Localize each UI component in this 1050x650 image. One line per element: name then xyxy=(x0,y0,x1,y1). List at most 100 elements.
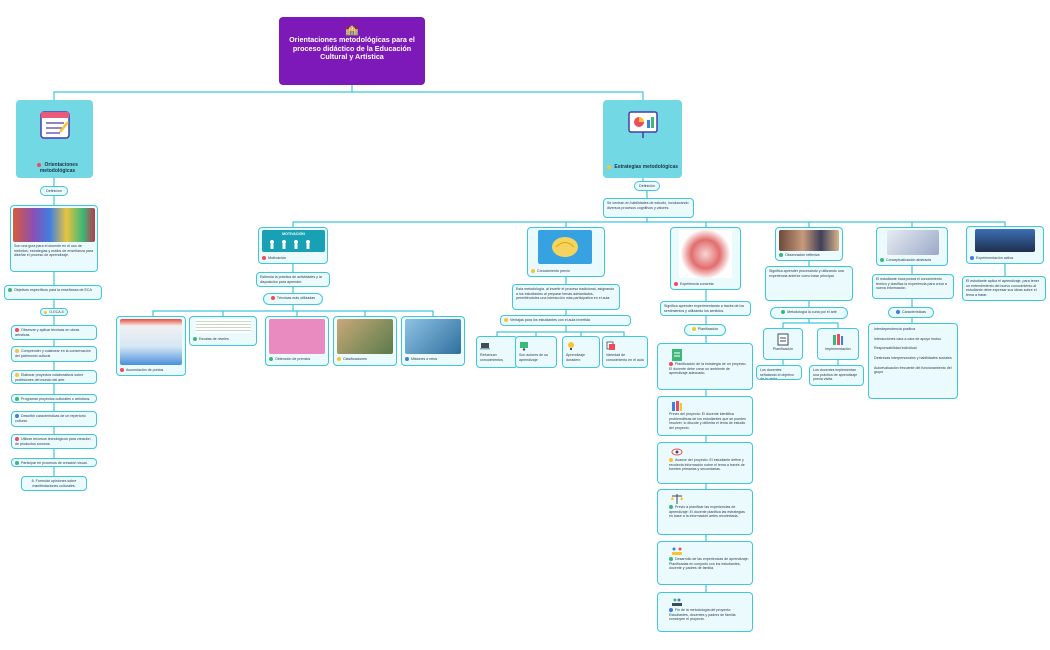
scale-icon xyxy=(671,494,683,504)
obs-planificacion-text[interactable]: Los docentes señalando el objetivo de la… xyxy=(756,365,802,380)
step-2[interactable]: Previo del proyecto: El docente identifi… xyxy=(657,396,753,436)
definicion-node[interactable]: Se centran en habilidades de estudio, in… xyxy=(603,198,694,218)
experiencia-node[interactable]: Experiencia concreta xyxy=(670,227,741,290)
conocimiento-node[interactable]: Conocimiento previo xyxy=(527,227,605,277)
green-dot-icon xyxy=(669,557,673,562)
step-3[interactable]: Avance del proyecto: El estudiante defin… xyxy=(657,442,753,484)
root-topic[interactable]: 🏫 Orientaciones metodológicas para el pr… xyxy=(279,17,425,85)
ventaja-1[interactable]: Refuerzan conocimientos xyxy=(476,336,518,368)
objective-text: Comprender y colaborar en la conservació… xyxy=(15,349,91,358)
objetivos-node[interactable]: Objetivos específicos para la enseñanza … xyxy=(4,285,102,300)
objective-item-6[interactable]: Utilizar recursos tecnológicos para crea… xyxy=(11,434,97,449)
ventaja-4[interactable]: Variedad de conocimiento en el aula xyxy=(602,336,648,368)
ventaja-label: Variedad de conocimiento en el aula xyxy=(606,353,644,362)
step-5[interactable]: Desarrollo de las experiencias de aprend… xyxy=(657,541,753,585)
group-icon xyxy=(672,598,682,606)
obs-implementacion[interactable]: Implementación xyxy=(817,328,859,360)
ventaja-label: Refuerzan conocimientos xyxy=(480,353,503,362)
planificacion-label[interactable]: Planificación xyxy=(684,324,726,336)
ventaja-label: Aprendizaje duradero xyxy=(566,353,585,362)
caracteristica-item: Autoevaluación frecuente del funcionamie… xyxy=(874,365,952,375)
conocimiento-text[interactable]: Esta metodología, al invertir el proceso… xyxy=(512,284,620,310)
tecnica-escalas[interactable]: Escalas de niveles xyxy=(189,316,257,346)
obs-implementacion-text[interactable]: Los docentes implementan una práctica de… xyxy=(809,365,864,386)
experiencia-text[interactable]: Significa aprender experimentando a trav… xyxy=(660,301,751,316)
objetivos-text: Objetivos específicos para la enseñanza … xyxy=(14,288,92,292)
objective-item-7[interactable]: Participar en procesos de creación visua… xyxy=(11,458,97,467)
step-text: Avance del proyecto: El estudiante defin… xyxy=(669,458,745,472)
ventajas-node[interactable]: Ventajas para los estudiantes con el aul… xyxy=(500,315,631,326)
observacion-node[interactable]: Observación reflexiva xyxy=(775,227,843,261)
objective-item-1[interactable]: Observar y aplicar técnicas en obras art… xyxy=(11,325,97,340)
levels-table-image xyxy=(196,319,251,333)
topic-estrategias[interactable]: Estrategias metodológicas xyxy=(603,100,682,178)
objective-text: Observar y aplicar técnicas en obras art… xyxy=(15,328,80,337)
blue-dot-icon xyxy=(15,414,19,419)
obs-planificacion-label: Planificación xyxy=(772,347,794,351)
clipboard-icon xyxy=(777,333,789,346)
objective-item-2[interactable]: Comprender y colaborar en la conservació… xyxy=(11,346,97,362)
red-dot-icon xyxy=(15,437,19,442)
yellow-dot-icon xyxy=(15,373,19,378)
step-text: Planificación de la estrategia de un pro… xyxy=(669,362,747,376)
documents-icon xyxy=(606,341,615,350)
caracteristica-item: Destrezas interpersonales y habilidades … xyxy=(874,356,952,361)
step-text: Fin de la metodología del proyecto: Estu… xyxy=(669,608,736,622)
conceptualizacion-node[interactable]: Conceptualización abstracta xyxy=(876,227,948,266)
tecnicas-node[interactable]: Técnicas más utilizadas xyxy=(263,293,323,305)
presentation-chart-icon xyxy=(628,111,658,138)
activa-text[interactable]: El estudiante aplica el aprendizaje, par… xyxy=(962,276,1046,301)
yellow-dot-icon xyxy=(337,357,341,362)
brain-image xyxy=(538,230,592,264)
activa-node[interactable]: Experimentación activa xyxy=(966,226,1044,264)
tecnica-acumulacion[interactable]: Acumulación de puntos xyxy=(116,316,186,376)
classroom-icon: 🏫 xyxy=(345,24,359,36)
presentation-icon xyxy=(520,342,528,351)
yellow-dot-icon xyxy=(606,164,611,169)
step-1[interactable]: Planificación de la estrategia de un pro… xyxy=(657,343,753,390)
eye-icon xyxy=(671,448,683,456)
tecnicas-text: Técnicas más utilizadas xyxy=(276,296,316,300)
objective-item-3[interactable]: Elaborar proyectos colaborativos sobre p… xyxy=(11,370,97,384)
metodologia-node[interactable]: Metodología la cuna por el arte xyxy=(770,307,848,319)
tecnica-misiones[interactable]: Misiones o retos xyxy=(401,316,465,366)
definicion-label[interactable]: Definición xyxy=(634,181,660,191)
green-dot-icon xyxy=(669,505,673,510)
yellow-dot-icon xyxy=(669,458,673,463)
objective-item-4[interactable]: Programar proyectos culturales o artísti… xyxy=(11,394,97,403)
green-dot-icon xyxy=(880,258,884,263)
step-6[interactable]: Fin de la metodología del proyecto: Estu… xyxy=(657,592,753,632)
ventaja-2[interactable]: Son actores de su aprendizaje xyxy=(515,336,557,368)
caracteristicas-node[interactable]: Características xyxy=(888,307,934,318)
ventaja-3[interactable]: Aprendizaje duradero xyxy=(562,336,600,368)
conocimiento-title: Conocimiento previo xyxy=(537,269,570,274)
tecnica-label: Obtención de premios xyxy=(275,357,311,362)
definicion-label[interactable]: Definicion xyxy=(40,186,68,196)
tecnica-clasificaciones[interactable]: Clasificaciones xyxy=(333,316,397,366)
tecnica-premios[interactable]: Obtención de premios xyxy=(265,316,329,366)
presentation-photo-image xyxy=(975,229,1035,252)
conceptualizacion-text[interactable]: El estudiante incorporará el conocimient… xyxy=(872,274,954,299)
step-4[interactable]: Previo a planificar las experiencias de … xyxy=(657,489,753,535)
obs-implementacion-label: Implementación xyxy=(825,347,851,351)
objective-text: Participar en procesos de creación visua… xyxy=(21,461,88,465)
oeca-node[interactable]: O.ECA.5 xyxy=(40,308,68,316)
motivacion-node[interactable]: MOTIVACIÓN Motivación xyxy=(258,227,328,264)
objective-item-5[interactable]: Describir características de un repertor… xyxy=(11,411,97,427)
caracteristica-item: Interdependencia positiva xyxy=(874,327,915,331)
definicion-node[interactable]: Son una guía para el docente en el uso d… xyxy=(10,205,98,272)
obs-planificacion[interactable]: Planificación xyxy=(763,328,803,360)
topic-orientaciones[interactable]: Orientaciones metodológicas xyxy=(16,100,93,178)
observacion-text[interactable]: Significa aprender procesando y utilizan… xyxy=(765,266,853,301)
caracteristicas-list[interactable]: Interdependencia positiva Interacciones … xyxy=(868,323,958,399)
motivacion-text[interactable]: Estimula la práctica de actividades y la… xyxy=(256,272,330,287)
yellow-dot-icon xyxy=(691,327,696,332)
oeca-text: O.ECA.5 xyxy=(49,310,64,314)
prizes-image xyxy=(269,319,325,354)
step-text: Desarrollo de las experiencias de aprend… xyxy=(669,557,749,571)
objective-text: Elaborar proyectos colaborativos sobre p… xyxy=(15,373,84,382)
topic-title: Orientaciones metodológicas xyxy=(39,162,78,174)
yellow-dot-icon xyxy=(44,310,48,314)
objective-item-8[interactable]: 8. Formular opiniones sobre manifestacio… xyxy=(21,476,87,491)
